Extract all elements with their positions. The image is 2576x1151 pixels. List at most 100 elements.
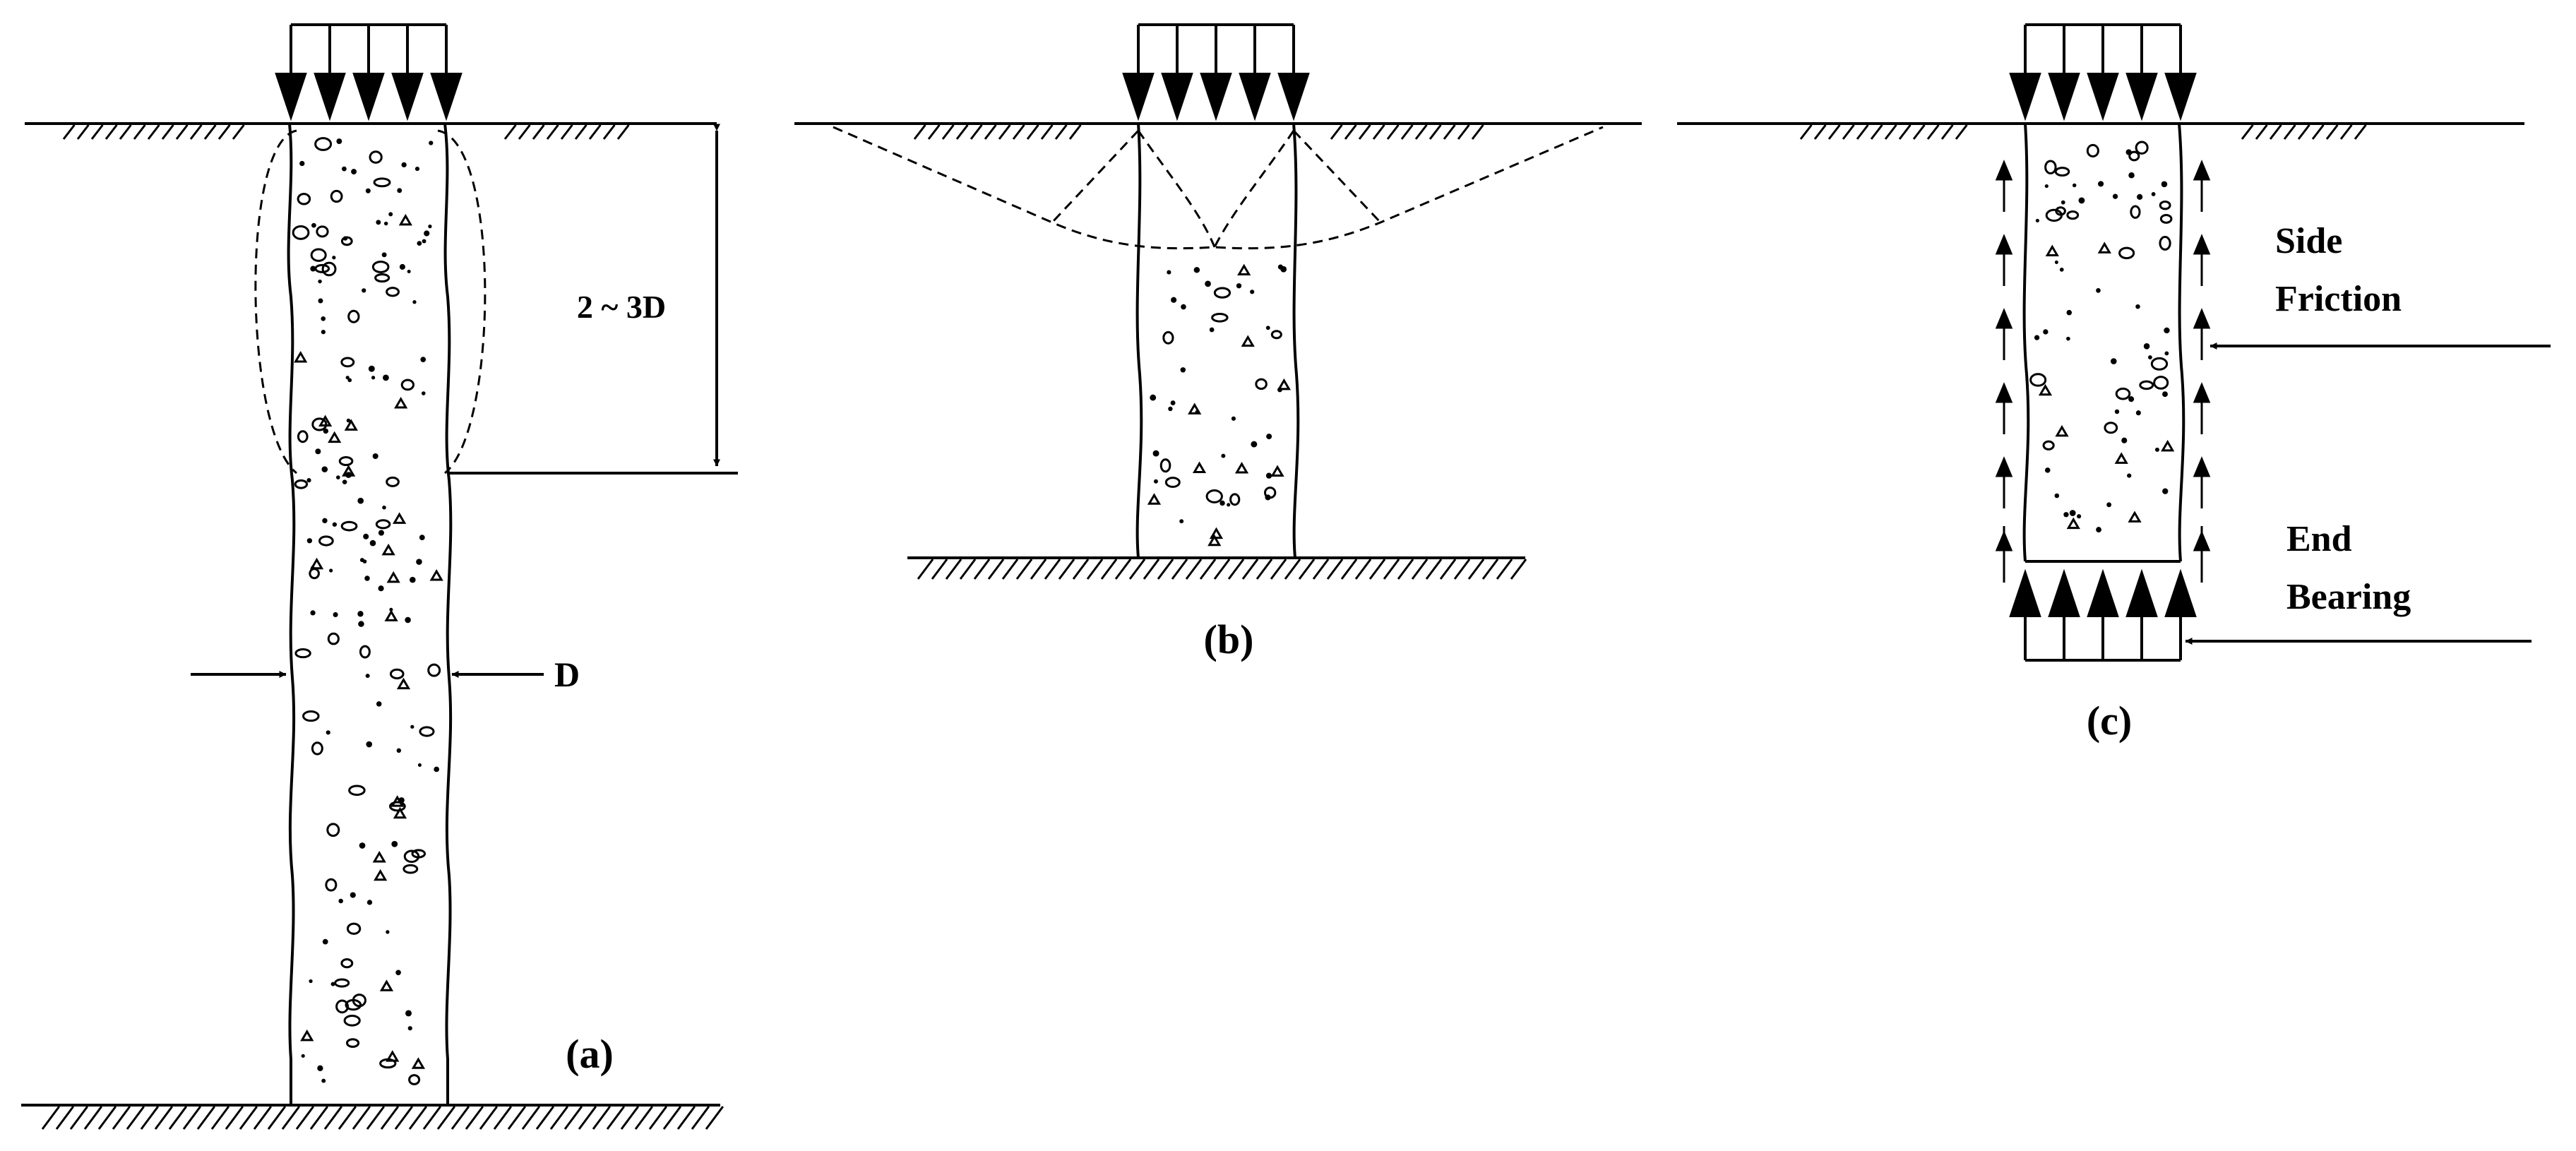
aggregate-dot bbox=[347, 378, 352, 383]
hatch-stroke bbox=[1496, 559, 1513, 580]
aggregate-stone bbox=[384, 609, 398, 621]
aggregate-dot bbox=[2151, 192, 2156, 196]
hatch-stroke bbox=[503, 124, 517, 140]
aggregate-dot bbox=[330, 982, 335, 986]
load-arrow-head bbox=[1200, 73, 1232, 121]
aggregate-stone bbox=[2159, 236, 2171, 251]
aggregate-dot bbox=[1231, 416, 1236, 421]
aggregate-dot bbox=[2061, 200, 2065, 205]
hatch-stroke bbox=[267, 1106, 287, 1130]
aggregate-dot bbox=[383, 221, 388, 226]
aggregate-stone bbox=[369, 150, 383, 164]
panel-a: 2 ~ 3D D (a) bbox=[21, 23, 738, 1130]
aggregate-dot bbox=[321, 1078, 326, 1083]
aggregate-dot bbox=[2072, 183, 2077, 188]
hatch-stroke bbox=[41, 1106, 61, 1130]
hatch-stroke bbox=[2354, 124, 2367, 140]
pile-shaft-a-left-edge bbox=[287, 123, 296, 1105]
hatch-stroke bbox=[1383, 559, 1400, 580]
aggregate-stone bbox=[2130, 205, 2141, 219]
aggregate-stone bbox=[2086, 143, 2099, 158]
hatch-stroke bbox=[507, 1106, 527, 1130]
ground-hatch-a-right bbox=[503, 124, 630, 140]
aggregate-dot bbox=[321, 466, 328, 472]
hatch-stroke bbox=[1467, 559, 1485, 580]
aggregate-stone bbox=[292, 225, 310, 240]
aggregate-stone bbox=[386, 476, 400, 487]
end-bearing-arrow-head bbox=[2087, 568, 2119, 617]
aggregate-stone bbox=[1255, 378, 1268, 390]
hatch-stroke bbox=[1813, 124, 1827, 140]
hatch-stroke bbox=[161, 124, 174, 140]
bearing-hatch-a bbox=[41, 1106, 724, 1130]
aggregate-dot bbox=[342, 479, 347, 484]
hatch-stroke bbox=[76, 124, 90, 140]
aggregate-dot bbox=[362, 559, 367, 563]
aggregate-stone bbox=[2066, 517, 2080, 530]
panel-c: Side Friction End Bearing (c) bbox=[1677, 23, 2551, 744]
side-friction-arrow-head bbox=[2193, 382, 2211, 403]
hatch-stroke bbox=[1842, 124, 1855, 140]
aggregate-stone bbox=[429, 568, 443, 581]
hatch-stroke bbox=[1372, 124, 1385, 140]
aggregate-dot bbox=[2121, 437, 2128, 443]
hatch-stroke bbox=[2325, 124, 2339, 140]
aggregate-stone bbox=[1208, 534, 1222, 547]
hatch-stroke bbox=[2311, 124, 2325, 140]
aggregate-dot bbox=[2162, 391, 2168, 398]
hatch-stroke bbox=[1227, 559, 1245, 580]
side-friction-arrow-head bbox=[1995, 456, 2013, 477]
hatch-stroke bbox=[196, 1106, 216, 1130]
aggregate-dot bbox=[2154, 447, 2159, 452]
aggregate-stone bbox=[2055, 206, 2066, 216]
aggregate-dot bbox=[1236, 283, 1242, 289]
hatch-stroke bbox=[112, 1106, 131, 1130]
hatch-stroke bbox=[69, 1106, 89, 1130]
aggregate-dot bbox=[351, 169, 357, 175]
aggregate-dot bbox=[336, 138, 342, 144]
hatch-stroke bbox=[2283, 124, 2296, 140]
hatch-stroke bbox=[1397, 559, 1414, 580]
aggregate-dot bbox=[342, 166, 347, 172]
aggregate-dot bbox=[398, 797, 405, 804]
hatch-stroke bbox=[1368, 559, 1386, 580]
side-friction-arrow-head bbox=[1995, 160, 2013, 181]
hatch-stroke bbox=[564, 1106, 583, 1130]
hatch-stroke bbox=[119, 124, 132, 140]
aggregate-dot bbox=[2096, 288, 2101, 293]
hatch-stroke bbox=[239, 1106, 258, 1130]
aggregate-dot bbox=[424, 230, 430, 237]
aggregate-stone bbox=[340, 958, 354, 969]
load-arrow-head bbox=[275, 73, 307, 121]
hatch-stroke bbox=[1312, 559, 1330, 580]
aggregate-stone bbox=[1188, 402, 1202, 415]
aggregate-dot bbox=[2035, 218, 2039, 222]
hatch-stroke bbox=[1001, 559, 1019, 580]
aggregate-stone bbox=[2159, 200, 2171, 210]
aggregate-stone bbox=[2153, 376, 2169, 390]
aggregate-stone bbox=[338, 456, 354, 467]
hatch-stroke bbox=[1429, 124, 1442, 140]
hatch-stroke bbox=[422, 1106, 442, 1130]
pile-aggregate-a bbox=[292, 137, 443, 1085]
caption-b: (b) bbox=[1204, 616, 1254, 662]
load-arrow-head bbox=[314, 73, 346, 121]
hatch-stroke bbox=[1411, 559, 1429, 580]
aggregate-dot bbox=[336, 475, 340, 479]
aggregate-stone bbox=[2097, 241, 2111, 254]
hatch-stroke bbox=[366, 1106, 386, 1130]
hatch-stroke bbox=[1213, 559, 1231, 580]
hatch-stroke bbox=[1510, 559, 1527, 580]
pile-shaft-c-right-edge bbox=[2178, 123, 2186, 562]
hatch-stroke bbox=[616, 124, 630, 140]
load-arrow-head bbox=[2048, 73, 2080, 121]
aggregate-stone bbox=[1211, 312, 1229, 323]
aggregate-stone bbox=[375, 519, 391, 530]
hatch-stroke bbox=[1354, 559, 1372, 580]
aggregate-stone bbox=[2128, 150, 2140, 162]
hatch-stroke bbox=[1185, 559, 1203, 580]
hatch-stroke bbox=[578, 1106, 597, 1130]
aggregate-dot bbox=[315, 448, 321, 455]
hatch-stroke bbox=[2255, 124, 2268, 140]
aggregate-stone bbox=[309, 568, 320, 580]
